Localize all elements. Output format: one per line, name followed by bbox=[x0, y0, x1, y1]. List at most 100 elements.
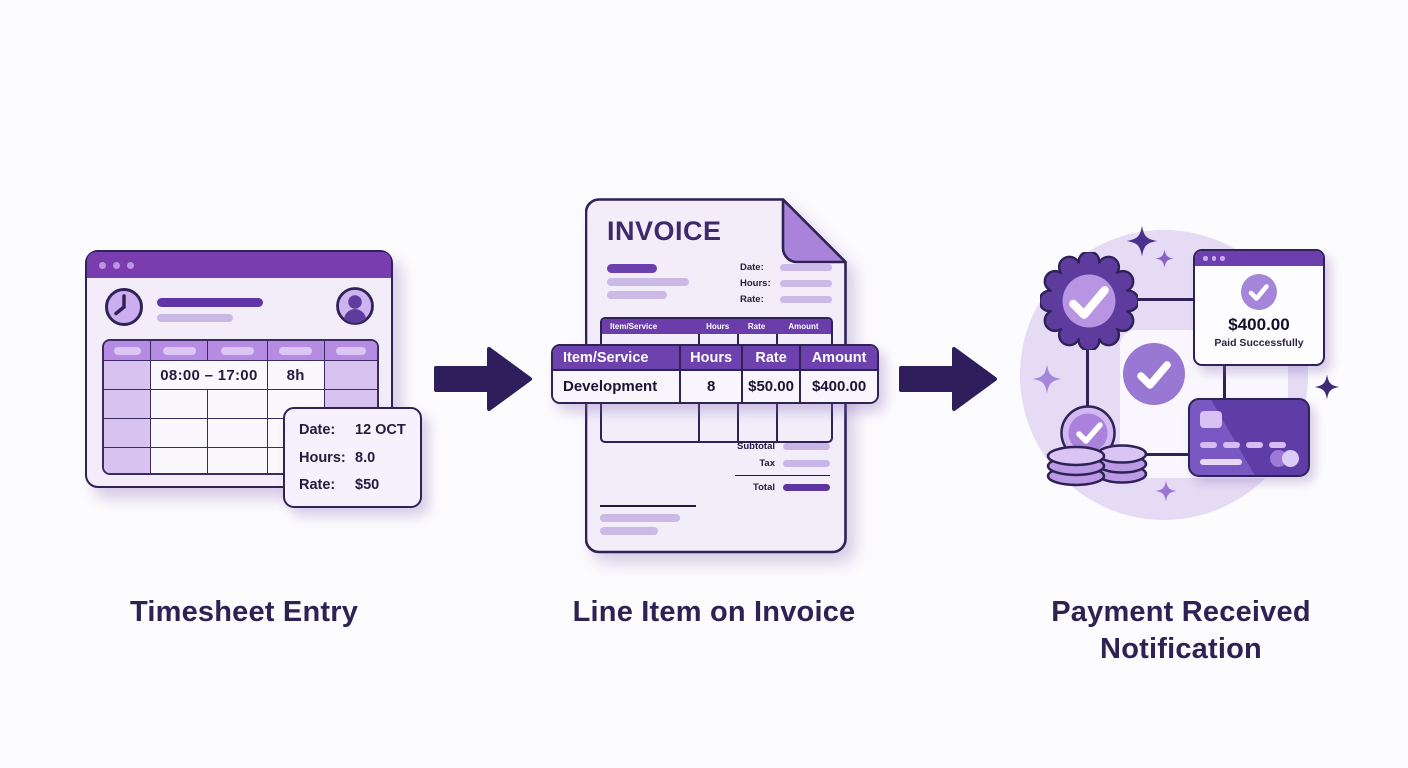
total-value-bar bbox=[783, 483, 830, 492]
grid-cell bbox=[104, 390, 152, 419]
coins-icon bbox=[1046, 405, 1148, 487]
tooltip-date-value: 12 OCT bbox=[355, 422, 406, 438]
window-control-dot bbox=[1203, 256, 1208, 261]
verified-badge-icon bbox=[1040, 252, 1138, 350]
meta-value-bar bbox=[780, 296, 832, 303]
meta-date-label: Date: bbox=[740, 262, 764, 273]
invoice-meta: Date: Hours: Rate: bbox=[740, 262, 832, 305]
grid-header-cell bbox=[104, 341, 152, 361]
tooltip-hours-label: Hours: bbox=[299, 449, 346, 466]
col-item-service: Item/Service bbox=[610, 322, 658, 331]
connector-line bbox=[1130, 298, 1195, 301]
time-entry-cell: 08:00 – 17:00 bbox=[151, 361, 268, 390]
tooltip-date-row: Date: 12 OCT bbox=[299, 422, 406, 438]
line-item-rate: $50.00 bbox=[740, 371, 799, 402]
tooltip-rate-label: Rate: bbox=[299, 477, 336, 493]
grid-cell bbox=[151, 419, 209, 448]
timesheet-header bbox=[87, 278, 391, 338]
line-item-hours: 8 bbox=[679, 371, 741, 402]
payment-status: Paid Successfully bbox=[1214, 337, 1304, 349]
header-pill bbox=[113, 346, 141, 355]
tax-row: Tax bbox=[700, 458, 830, 469]
folded-corner bbox=[781, 198, 847, 264]
totals-divider bbox=[735, 475, 830, 476]
flow-arrow-icon bbox=[434, 347, 532, 411]
subtotal-row: Subtotal bbox=[700, 441, 830, 452]
line-item-callout-table: Item/Service Hours Rate Amount Developme… bbox=[551, 344, 879, 404]
step-caption-payment: Payment Received Notification bbox=[1051, 596, 1311, 666]
connector-line bbox=[1145, 453, 1189, 456]
header-pill bbox=[335, 346, 367, 355]
line-item-amount: $400.00 bbox=[799, 371, 877, 402]
check-circle-icon bbox=[1241, 274, 1277, 310]
col-hours: Hours bbox=[679, 346, 741, 369]
payment-amount: $400.00 bbox=[1228, 315, 1290, 334]
invoice-text-bar bbox=[607, 278, 689, 286]
meta-rate-row: Rate: bbox=[740, 294, 832, 305]
invoice-title: INVOICE bbox=[607, 216, 722, 246]
step-caption-invoice: Line Item on Invoice bbox=[572, 596, 856, 628]
col-rate: Rate bbox=[740, 346, 799, 369]
signature-line bbox=[600, 505, 696, 507]
flow-arrow-icon bbox=[899, 347, 997, 411]
invoice-text-bar bbox=[607, 291, 667, 299]
time-range: 08:00 – 17:00 bbox=[160, 366, 258, 384]
invoice-text-bar bbox=[607, 264, 657, 273]
sparkle-icon bbox=[1155, 249, 1174, 268]
meta-date-row: Date: bbox=[740, 262, 832, 273]
total-row: Total bbox=[700, 482, 830, 493]
sparkle-icon bbox=[1155, 480, 1177, 502]
header-pill bbox=[279, 346, 312, 355]
grid-cell bbox=[151, 390, 209, 419]
header-pill bbox=[163, 346, 196, 355]
window-control-dot bbox=[113, 261, 120, 269]
meta-rate-label: Rate: bbox=[740, 294, 764, 305]
window-control-dot bbox=[1211, 256, 1216, 261]
clock-icon bbox=[105, 288, 143, 326]
grid-cell bbox=[208, 419, 268, 448]
step-caption-timesheet: Timesheet Entry bbox=[129, 596, 359, 628]
footer-text-bar bbox=[600, 527, 658, 535]
check-circle-icon bbox=[1123, 343, 1185, 405]
card-chip bbox=[1200, 411, 1222, 428]
meta-hours-label: Hours: bbox=[740, 278, 771, 289]
notification-titlebar bbox=[1195, 251, 1323, 266]
sparkle-icon bbox=[1126, 225, 1158, 257]
card-number-dashes bbox=[1200, 442, 1286, 448]
credit-card-icon bbox=[1188, 398, 1310, 477]
grid-cell bbox=[104, 448, 152, 473]
window-control-dot bbox=[99, 261, 106, 269]
grid-header-cell bbox=[324, 341, 377, 361]
connector-line bbox=[1223, 366, 1226, 399]
title-text-bar bbox=[157, 298, 263, 307]
grid-header-cell bbox=[151, 341, 209, 361]
grid-cell bbox=[104, 361, 152, 390]
subtitle-text-bar bbox=[157, 314, 233, 322]
grid-cell bbox=[324, 361, 377, 390]
subtotal-label: Subtotal bbox=[737, 441, 775, 452]
tax-value-bar bbox=[783, 460, 830, 467]
notification-body: $400.00 Paid Successfully bbox=[1195, 266, 1323, 349]
footer-text-bar bbox=[600, 514, 680, 522]
grid-header-cell bbox=[208, 341, 268, 361]
grid-cell bbox=[151, 448, 209, 473]
line-item-name: Development bbox=[563, 378, 658, 395]
tooltip-date-label: Date: bbox=[299, 422, 336, 438]
tooltip-rate-row: Rate: $50 bbox=[299, 477, 406, 493]
tooltip-hours-value: 8.0 bbox=[355, 449, 376, 466]
card-logo-circle bbox=[1282, 450, 1299, 467]
callout-header-row: Item/Service Hours Rate Amount bbox=[553, 346, 877, 369]
tax-label: Tax bbox=[759, 458, 775, 469]
window-control-dot bbox=[127, 261, 134, 269]
header-pill bbox=[220, 346, 255, 355]
window-titlebar bbox=[87, 252, 391, 278]
meta-hours-row: Hours: bbox=[740, 278, 832, 289]
invoice-totals: Subtotal Tax Total bbox=[700, 441, 830, 499]
card-name-bar bbox=[1200, 459, 1242, 465]
subtotal-value-bar bbox=[783, 443, 830, 450]
line-item-row: Development 8 $50.00 $400.00 bbox=[553, 369, 877, 402]
grid-cell bbox=[104, 419, 152, 448]
col-hours: Hours bbox=[706, 322, 730, 331]
connector-line bbox=[1086, 348, 1089, 410]
